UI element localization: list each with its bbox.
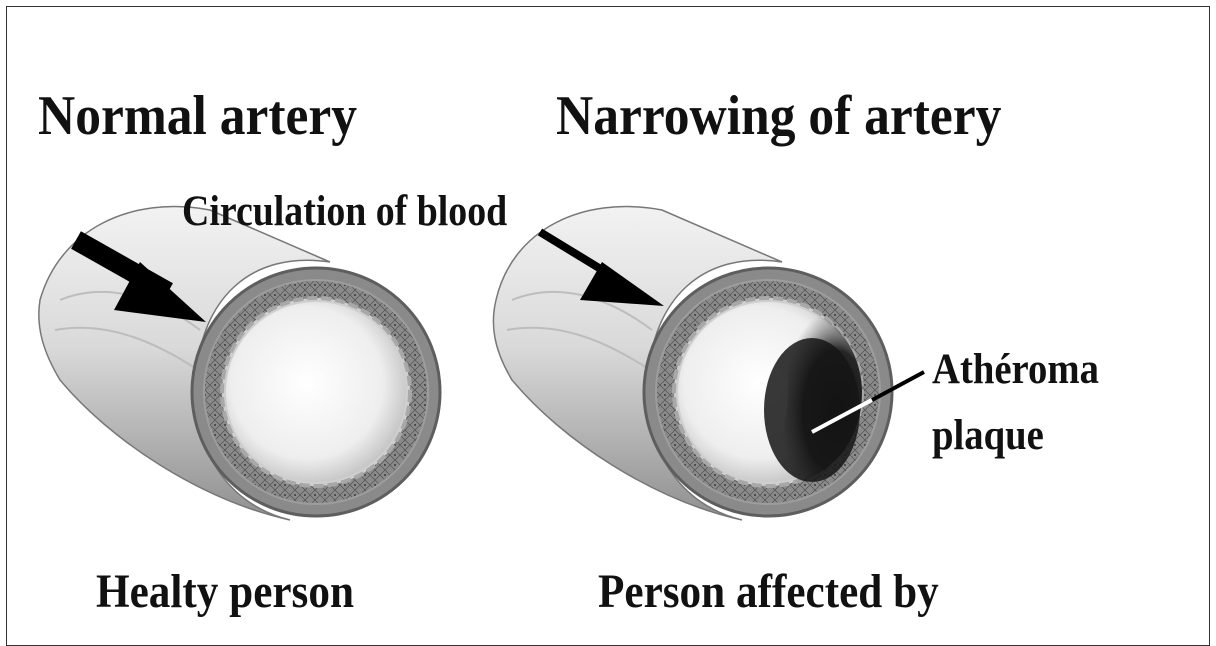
normal-artery-lumen [226,302,406,482]
healthy-caption: Healty person [96,568,354,616]
atheroma-label-line1: Athéroma [932,348,1099,391]
affected-caption: Person affected by [598,568,939,616]
narrowing-artery-title: Narrowing of artery [556,88,1001,144]
normal-artery-title: Normal artery [38,88,357,144]
circulation-label: Circulation of blood [182,190,507,233]
atheroma-label-line2: plaque [932,414,1044,457]
